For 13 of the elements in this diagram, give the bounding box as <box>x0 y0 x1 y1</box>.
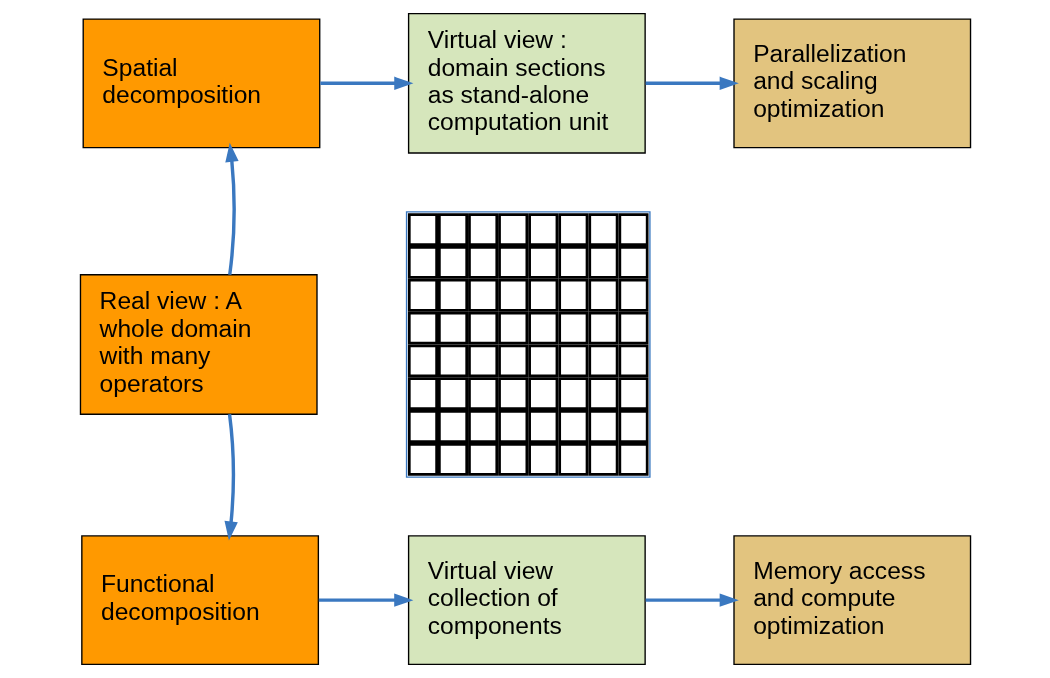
arrow <box>319 76 413 91</box>
node-box: Virtual view : domain sections as stand-alone computation unit <box>407 12 646 154</box>
node-box: Spatial decomposition <box>82 18 320 149</box>
arrow <box>645 593 739 607</box>
arrow <box>224 414 238 541</box>
node-box: Memory access and compute optimization <box>732 535 971 666</box>
arrow <box>224 142 239 275</box>
node-box: Virtual view collection of components <box>407 535 646 666</box>
node-box: Functional decomposition <box>80 535 319 666</box>
node-box: Parallelization and scaling optimization <box>732 18 971 149</box>
arrow <box>318 593 413 607</box>
arrow <box>645 76 739 91</box>
node-box: Real view : A whole domain with many operators <box>79 274 318 415</box>
